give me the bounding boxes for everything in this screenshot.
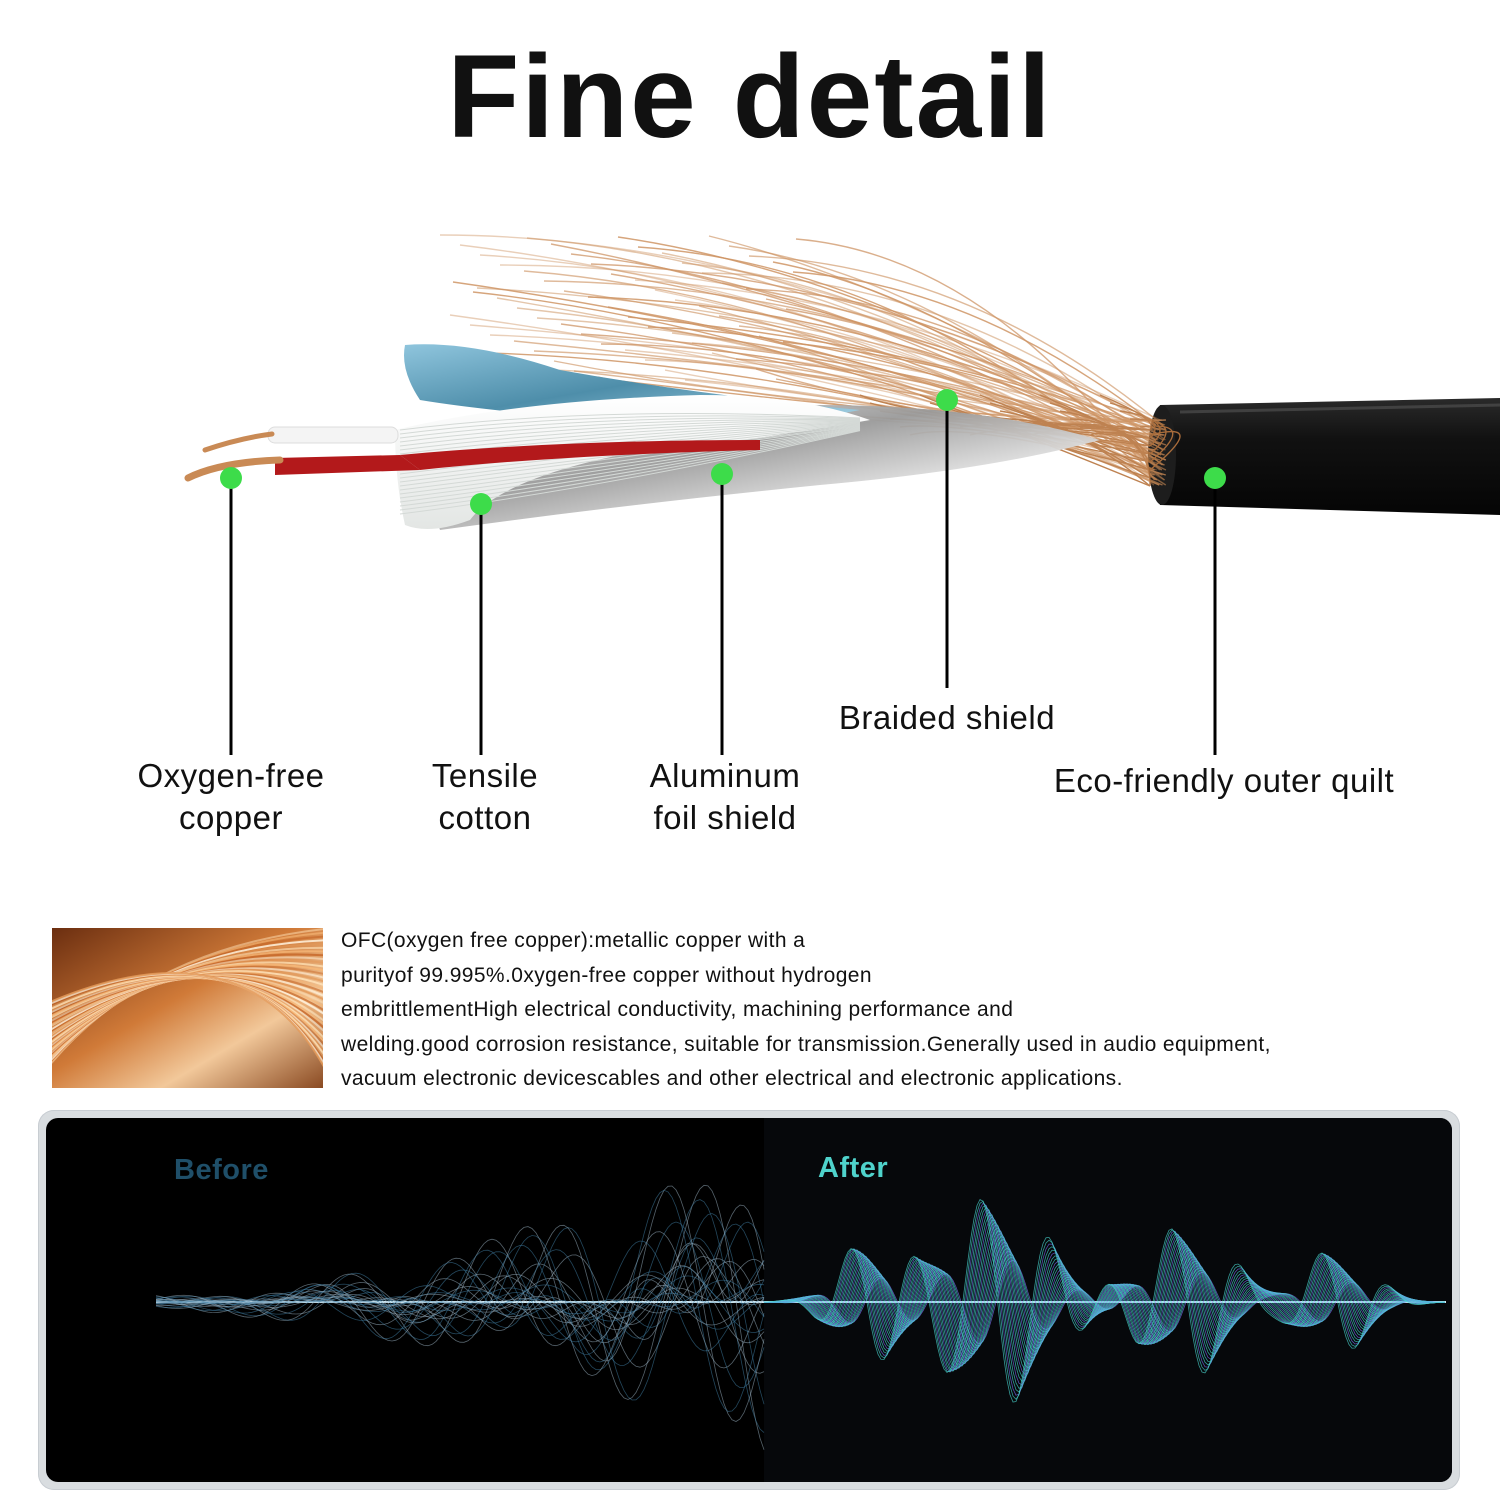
label-braided-shield: Braided shield <box>838 699 1056 736</box>
braid-marker <box>936 389 958 411</box>
copper-marker <box>220 467 242 489</box>
foil-marker <box>711 463 733 485</box>
inner-conductors <box>184 426 760 482</box>
jacket-marker <box>1204 467 1226 489</box>
ofc-description-line: OFC(oxygen free copper):metallic copper … <box>341 929 806 952</box>
copper-wire-photo <box>52 928 323 1088</box>
cotton-fiber-lines <box>399 413 861 515</box>
ofc-description-line: vacuum electronic devicescables and othe… <box>341 1067 1123 1090</box>
label-eco-friendly-outer-quilt: Eco-friendly outer quilt <box>1053 762 1395 799</box>
sound-waveform <box>155 1184 1446 1450</box>
before-label: Before <box>174 1154 269 1186</box>
after-label: After <box>818 1152 889 1184</box>
ofc-description-line: embrittlementHigh electrical conductivit… <box>341 998 1014 1021</box>
page-title: Fine detail <box>447 31 1053 163</box>
tensile-cotton <box>395 395 870 529</box>
ofc-description-line: welding.good corrosion resistance, suita… <box>341 1032 1271 1056</box>
outer-jacket <box>1148 398 1500 515</box>
cotton-marker <box>470 493 492 515</box>
ofc-description-line: purityof 99.995%.0xygen-free copper with… <box>341 963 872 987</box>
sound-comparison-panel: Before After <box>38 1110 1460 1490</box>
cable-cross-section-illustration <box>184 234 1500 755</box>
sound-comparison-screen: Before After <box>46 1118 1452 1482</box>
ofc-description: OFC(oxygen free copper):metallic copper … <box>341 924 1451 1097</box>
